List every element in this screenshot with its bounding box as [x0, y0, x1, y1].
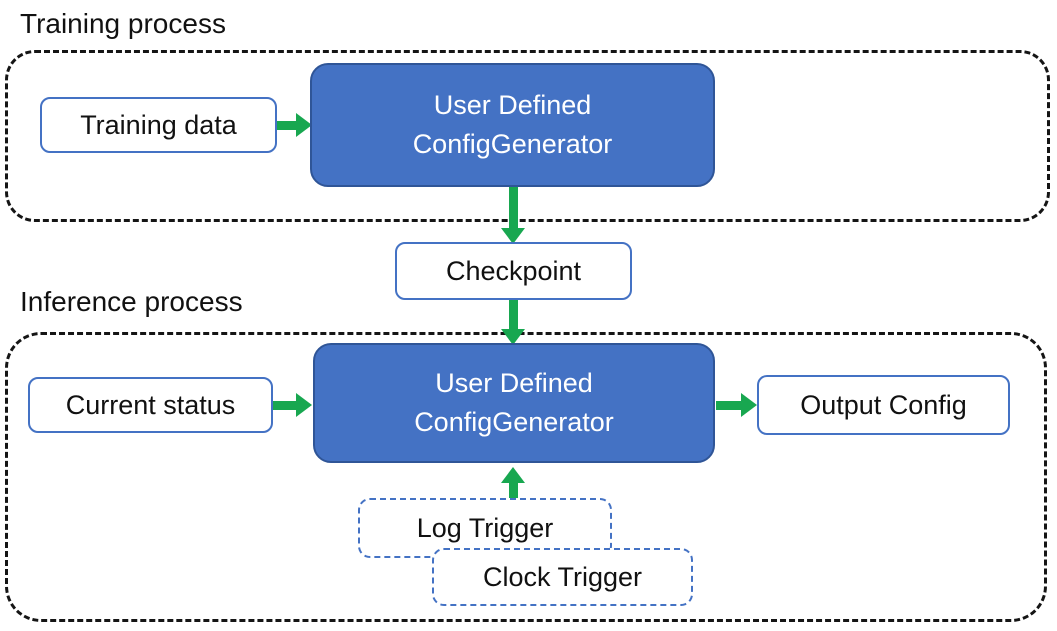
- log-trigger-label: Log Trigger: [416, 512, 554, 543]
- arrow-shaft: [273, 401, 299, 410]
- arrow-shaft: [716, 401, 744, 410]
- arrow-shaft: [509, 300, 518, 330]
- arrow-checkpoint-to-generator-icon: [501, 300, 525, 345]
- checkpoint-label: Checkpoint: [445, 255, 582, 286]
- arrow-shaft: [277, 121, 299, 130]
- arrow-generator-to-checkpoint-icon: [501, 187, 525, 244]
- checkpoint-box: Checkpoint: [395, 242, 632, 300]
- training-data-label: Training data: [80, 109, 237, 140]
- training-generator-line1: User Defined: [433, 90, 592, 120]
- arrow-shaft: [509, 482, 518, 498]
- arrow-current-status-to-generator-icon: [273, 393, 312, 417]
- inference-process-label: Inference process: [20, 286, 243, 317]
- inference-generator-line2: ConfigGenerator: [414, 407, 614, 437]
- arrow-head: [501, 329, 525, 345]
- training-generator-line2: ConfigGenerator: [412, 129, 613, 159]
- training-process-label: Training process: [20, 8, 226, 39]
- inference-process-container: [5, 332, 1047, 622]
- arrow-head: [501, 228, 525, 244]
- current-status-label: Current status: [65, 389, 236, 420]
- arrow-training-data-to-generator-icon: [277, 113, 312, 137]
- arrow-head: [296, 113, 312, 137]
- arrow-head: [501, 467, 525, 483]
- arrow-triggers-to-generator-icon: [501, 467, 525, 498]
- clock-trigger-box: Clock Trigger: [432, 548, 693, 606]
- inference-config-generator-box: User Defined ConfigGenerator: [313, 343, 715, 463]
- inference-generator-line1: User Defined: [435, 368, 593, 398]
- arrow-generator-to-output-icon: [716, 393, 757, 417]
- training-process-container: [5, 50, 1050, 222]
- training-config-generator-box: User Defined ConfigGenerator: [310, 63, 715, 187]
- arrow-head: [296, 393, 312, 417]
- clock-trigger-label: Clock Trigger: [482, 561, 643, 592]
- output-config-label: Output Config: [800, 389, 967, 420]
- arrow-shaft: [509, 187, 518, 229]
- training-data-box: Training data: [40, 97, 277, 153]
- current-status-box: Current status: [28, 377, 273, 433]
- arrow-head: [741, 393, 757, 417]
- output-config-box: Output Config: [757, 375, 1010, 435]
